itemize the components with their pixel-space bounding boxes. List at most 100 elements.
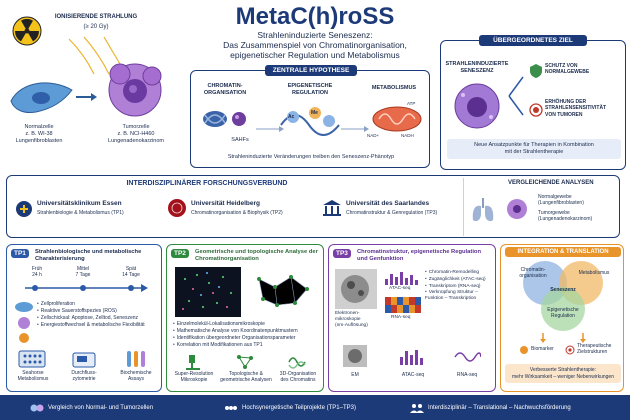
comparative-item-2: Tumorgewebe (Lungenadenokarzinom) xyxy=(538,210,593,222)
tp1-icon-caption: Biochemische Assays xyxy=(120,370,152,382)
em-image-icon xyxy=(335,269,377,309)
em-small-icon xyxy=(343,345,367,367)
flow-cytometer-icon xyxy=(72,352,96,368)
seahorse-icon xyxy=(18,350,46,368)
footer-item-2: Hochsynergetische Teilprojekte (TP1–TP3) xyxy=(242,405,356,411)
integration-panel: INTEGRATION & TRANSLATION Chromatin- org… xyxy=(500,244,624,392)
subtitle-line-1: Strahleninduzierte Seneszenz: xyxy=(257,30,373,40)
venn-epigenetic: Epigenetische Regulation xyxy=(547,307,579,319)
tp2-item: Identifikation übergeordneter Organisati… xyxy=(173,335,298,342)
cycle-arrows-icon xyxy=(256,126,369,132)
chromatin-label: CHROMATIN- ORGANISATION xyxy=(203,83,247,96)
saarland-building-icon xyxy=(323,200,341,216)
venn-chromatin: Chromatin- organisation xyxy=(519,267,547,279)
topology-icon xyxy=(237,355,253,369)
tp3-item: Transkriptom (RNA-seq) xyxy=(425,283,495,290)
assay-tubes-icon xyxy=(127,351,145,367)
tp3-item: Zugänglichkeit (ATAC-seq) xyxy=(425,276,495,283)
target-icon xyxy=(529,103,543,117)
tp2-panel: TP2 Geometrische und topologische Analys… xyxy=(166,244,324,392)
tumor-cell-icon xyxy=(108,63,162,117)
tumor-cell-type: Lungenadenokarzinom xyxy=(108,137,164,144)
footer-bar: Vergleich von Normal- und Tumorzellen Ho… xyxy=(0,395,630,420)
shield-icon xyxy=(530,64,542,78)
radiation-icon xyxy=(12,16,42,46)
venn-senescence: Seneszenz xyxy=(550,287,576,293)
tp2-icon-caption: Topologische & geometrische Analysen xyxy=(220,371,272,383)
sahfs-label: SAHFs xyxy=(231,137,249,143)
tp1-list: Zellproliferation Reaktive Sauerstoffspe… xyxy=(37,301,145,329)
atac-small-icon xyxy=(400,350,423,365)
partner-heidelberg: Universität Heidelberg Chromatinorganisa… xyxy=(167,194,307,234)
tp2-item: Korrelation mit Modifikationen aus TP1 xyxy=(173,342,298,349)
tp2-title: Geometrische und topologische Analyse de… xyxy=(195,249,318,262)
tp1-badge: TP1 xyxy=(11,249,29,258)
tp1-item: Reaktive Sauerstoffspezies (ROS) xyxy=(37,308,145,315)
rna-caption: RNA-seq xyxy=(391,315,411,320)
hypothesis-caption: Strahleninduzierte Veränderungen treiben… xyxy=(227,154,395,160)
hypothesis-panel: ZENTRALE HYPOTHESE CHROMATIN- ORGANISATI… xyxy=(190,65,430,168)
tp1-item: Energiestoffwechsel & metabolische Flexi… xyxy=(37,322,145,329)
biomarker-label: Biomarker xyxy=(531,346,554,352)
tp2-item: Mathematische Analyse von Koordinatenpun… xyxy=(173,328,298,335)
footer-item-3: Interdisziplinär – Translational – Nachw… xyxy=(428,405,571,411)
tp1-icon-caption: Durchfluss- zytometrie xyxy=(71,370,97,382)
timeline-mid-value: 7 Tage xyxy=(75,271,91,278)
essen-sub: Strahlenbiologie & Metabolismus (TP1) xyxy=(37,210,124,216)
tp2-item: Einzelmolekül-Lokalisationsmikroskopie xyxy=(173,321,298,328)
tp2-badge: TP2 xyxy=(171,249,189,258)
tp2-list: Einzelmolekül-Lokalisationsmikroskopie M… xyxy=(173,321,298,349)
heidelberg-name: Universität Heidelberg xyxy=(191,200,260,207)
tp1-item: Zellschicksal: Apoptose, Zelltod, Senesz… xyxy=(37,315,145,322)
saarland-name: Universität des Saarlandes xyxy=(346,200,430,207)
synergy-icon xyxy=(225,406,237,410)
subtitle-line-2: Das Zusammenspiel von Chromatinorganisat… xyxy=(223,40,407,50)
tp1-panel: TP1 Strahlenbiologische und metabolische… xyxy=(6,244,162,392)
title-block: MetaC(h)roSS Strahleninduzierte Seneszen… xyxy=(180,4,450,61)
tp1-title: Strahlenbiologische und metabolische Cha… xyxy=(35,249,142,262)
timeline-icon xyxy=(25,284,148,292)
senescent-cell-icon xyxy=(454,83,500,129)
rna-heatmap-icon xyxy=(385,297,421,313)
microscope-icon xyxy=(186,355,200,370)
tp3-item: Chromatin-Remodelling xyxy=(425,269,495,276)
target-structures-icon xyxy=(565,345,575,355)
split-arrows-icon xyxy=(508,76,524,116)
em-label: Elektronen- mikroskopie (nm-Auflösung) xyxy=(335,311,368,328)
tp3-title: Chromatinstruktur, epigenetische Regulat… xyxy=(357,249,482,262)
venn-diagram xyxy=(523,261,603,331)
tp3-item: Verknüpfung Struktur – Funktion – Transk… xyxy=(425,290,495,302)
timeline-early-value: 24 h xyxy=(32,271,42,278)
normal-cell-icon xyxy=(10,82,73,113)
epigenetic-label: EPIGENETISCHE REGULATION xyxy=(287,83,333,96)
mitochondrion-icon xyxy=(372,106,422,132)
compare-icon xyxy=(30,404,44,412)
goal-bottom: Neue Ansatzpunkte für Therapien in Kombi… xyxy=(447,139,621,159)
timeline-early-label: Früh xyxy=(31,266,43,272)
metabolism-label: METABOLISMUS xyxy=(371,85,417,91)
consortium-panel: INTERDISZIPLINÄRER FORSCHUNGSVERBUND Uni… xyxy=(6,175,620,238)
rna-small-icon xyxy=(454,352,481,362)
hypothesis-header: ZENTRALE HYPOTHESE xyxy=(265,65,357,76)
tumor-cell-name: Tumorzelle xyxy=(122,124,150,130)
heidelberg-sub: Chromatinorganisation & Biophysik (TP2) xyxy=(191,210,283,216)
timeline-late-value: 14 Tage xyxy=(122,271,140,278)
goal-panel: ÜBERGEORDNETES ZIEL STRAHLENINDUZIERTE S… xyxy=(440,35,626,170)
goal-protect: SCHUTZ VON NORMALGEWEBE xyxy=(545,63,590,76)
methyl-mark: Me xyxy=(311,110,318,116)
partner-essen: Universitätsklinikum Essen Strahlenbiolo… xyxy=(15,194,145,234)
biomarker-icon xyxy=(520,346,528,354)
tp3-icon-caption: RNA-seq xyxy=(456,372,478,378)
chromatin-3d-icon xyxy=(288,357,306,369)
nadh-label: NADH xyxy=(401,133,414,138)
essen-name: Universitätsklinikum Essen xyxy=(37,200,122,207)
lungs-icon xyxy=(472,198,494,222)
tp2-icon-caption: Super-Resolution Mikroskopie xyxy=(174,371,214,383)
goal-increase: ERHÖHUNG DER STRAHLENSENSITIVITÄT VON TU… xyxy=(545,99,607,118)
tp1-cells-icon xyxy=(15,302,33,343)
tp3-list: Chromatin-Remodelling Zugänglichkeit (AT… xyxy=(425,269,495,302)
subtitle-line-3: epigenetischer Regulation und Metabolism… xyxy=(230,50,400,60)
arrows-down-icon xyxy=(540,333,586,343)
arrow-icon xyxy=(76,93,97,101)
comparative-title: VERGLEICHENDE ANALYSEN xyxy=(508,180,594,186)
